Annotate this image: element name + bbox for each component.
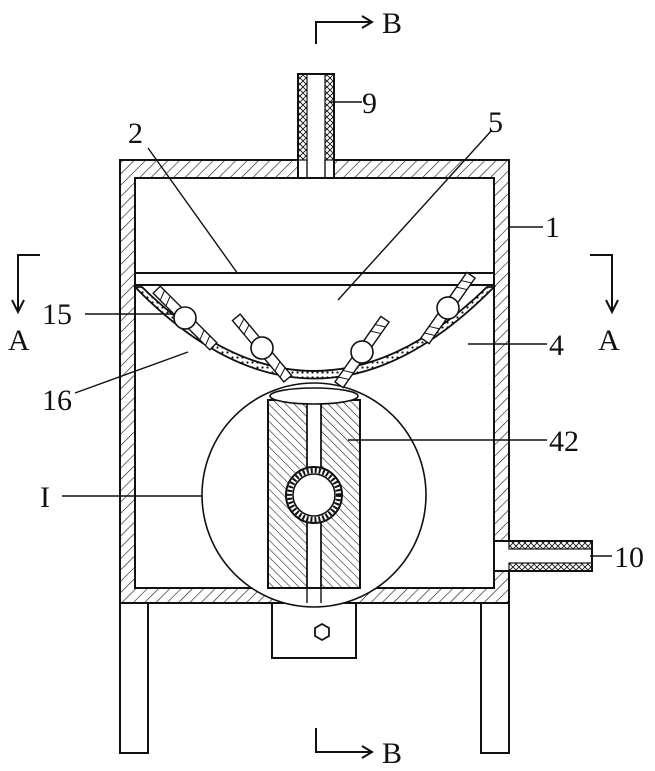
section-a-right-label: A bbox=[598, 324, 620, 357]
nozzle-right bbox=[419, 271, 477, 345]
label-15: 15 bbox=[42, 298, 72, 331]
label-9: 9 bbox=[362, 87, 377, 120]
inlet-pipe bbox=[297, 73, 335, 179]
partition-plate bbox=[135, 272, 494, 286]
outlet-pipe bbox=[493, 540, 593, 572]
section-a-left-label: A bbox=[8, 324, 30, 357]
label-16: 16 bbox=[42, 384, 72, 417]
label-4: 4 bbox=[549, 329, 564, 362]
label-i: I bbox=[40, 481, 50, 514]
central-shaft bbox=[267, 387, 361, 603]
section-b-bottom-label: B bbox=[382, 737, 402, 770]
label-42: 42 bbox=[549, 425, 579, 458]
nozzles bbox=[152, 271, 477, 389]
labels: 9 2 5 1 15 16 4 42 I 10 A A B B bbox=[8, 7, 644, 770]
label-2: 2 bbox=[128, 117, 143, 150]
section-b-top-label: B bbox=[382, 7, 402, 40]
nozzle-mid-left bbox=[231, 313, 293, 383]
mesh-bowl bbox=[132, 286, 497, 380]
leader-lines bbox=[62, 101, 612, 557]
motor-block bbox=[271, 602, 357, 659]
section-markers bbox=[11, 15, 619, 759]
label-5: 5 bbox=[488, 106, 503, 139]
label-10: 10 bbox=[614, 541, 644, 574]
nozzle-left bbox=[152, 285, 218, 351]
label-1: 1 bbox=[545, 211, 560, 244]
nozzle-mid-right bbox=[333, 315, 391, 389]
legs bbox=[119, 602, 510, 754]
